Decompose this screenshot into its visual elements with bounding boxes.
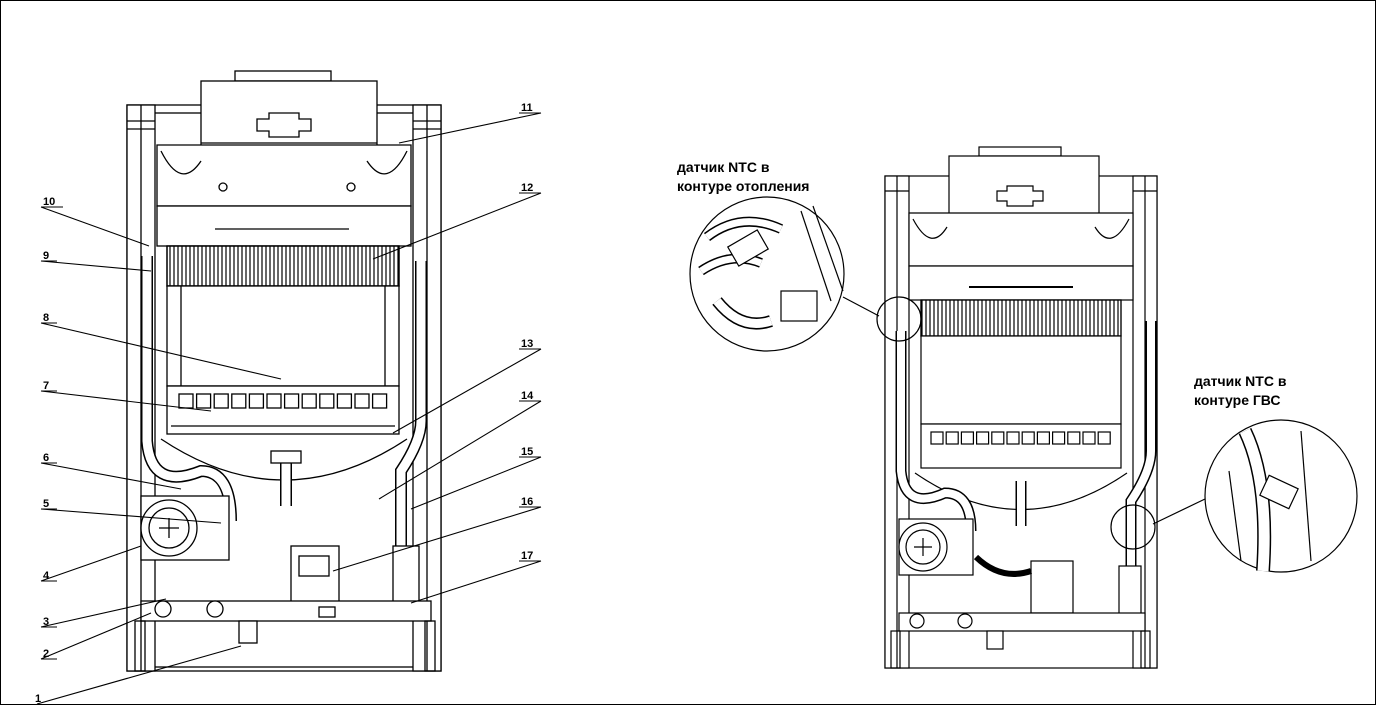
flue-outlet	[234, 70, 332, 82]
heat-exchanger-right	[920, 299, 1122, 337]
callout-9: 9	[43, 250, 49, 262]
burner-cell	[1006, 431, 1020, 445]
callout-2: 2	[43, 648, 49, 660]
burner-cell	[960, 431, 975, 445]
caption-dhw-ntc: датчик NTC в контуре ГВС	[1194, 372, 1286, 410]
burner-cell	[930, 431, 944, 445]
burner-cell	[1082, 431, 1096, 445]
callout-6: 6	[43, 452, 49, 464]
callout-10: 10	[43, 196, 55, 208]
burner-cell	[991, 431, 1005, 445]
callout-15: 15	[521, 446, 533, 458]
callout-7: 7	[43, 380, 49, 392]
caption-dhw-ntc-line2: контуре ГВС	[1194, 392, 1281, 408]
burner-cell	[248, 393, 265, 409]
burner-cell	[975, 431, 990, 445]
burner-cell	[1036, 431, 1051, 445]
callout-14: 14	[521, 390, 534, 402]
burner-cell	[195, 393, 212, 409]
bottom-rail	[140, 600, 432, 622]
fan-housing	[156, 144, 412, 207]
detail-heating-ntc	[689, 196, 922, 352]
caption-heating-ntc: датчик NTC в контуре отопления	[677, 158, 809, 196]
callout-12: 12	[521, 182, 533, 194]
burner-cell	[371, 393, 388, 409]
burner-cell	[945, 431, 959, 445]
callout-3: 3	[43, 616, 49, 628]
burner-cell	[301, 393, 317, 409]
callout-4: 4	[43, 570, 50, 582]
caption-dhw-ntc-line1: датчик NTC в	[1194, 373, 1287, 389]
callout-leaders	[36, 112, 542, 704]
burner-right	[920, 423, 1122, 469]
burner-cell	[354, 393, 370, 409]
caption-heating-ntc-line2: контуре отопления	[677, 178, 810, 194]
caption-heating-ntc-line1: датчик NTC в	[677, 159, 770, 175]
burner-cell	[336, 393, 353, 409]
callout-5: 5	[43, 498, 49, 510]
combustion-chamber	[166, 285, 400, 387]
burner-cell	[1021, 431, 1035, 445]
callout-1: 1	[35, 693, 41, 704]
callout-16: 16	[521, 496, 533, 508]
burner-cell	[213, 393, 229, 409]
burner-cell	[1097, 431, 1111, 445]
heat-exchanger	[166, 245, 400, 287]
callout-17: 17	[521, 550, 533, 562]
detail-dhw-ntc	[1110, 419, 1358, 573]
callout-8: 8	[43, 312, 49, 324]
boiler-left	[126, 70, 442, 672]
callout-underlines	[41, 112, 541, 660]
callout-11: 11	[521, 102, 533, 114]
callout-13: 13	[521, 338, 533, 350]
burner-cell	[178, 393, 194, 409]
burner-cell	[283, 393, 300, 409]
burner-cell	[1067, 431, 1081, 445]
burner-cell	[266, 393, 282, 409]
boiler-right	[884, 146, 1158, 669]
burner-cell	[1051, 431, 1066, 445]
burner-cell	[319, 393, 335, 409]
burner-cell	[231, 393, 247, 409]
